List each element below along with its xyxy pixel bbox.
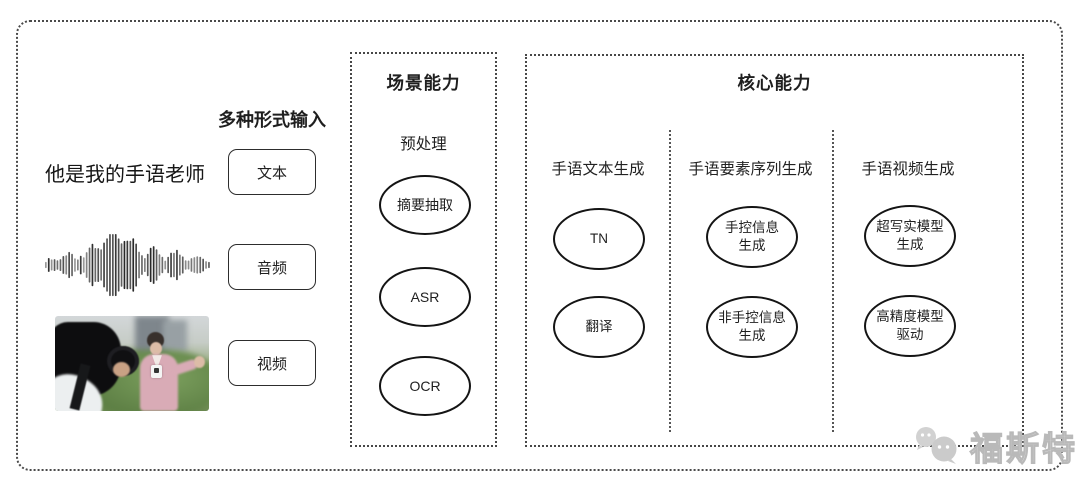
- column-divider: [832, 130, 834, 432]
- column-header-video-generation: 手语视频生成: [861, 161, 955, 178]
- watermark-brand-text: 福斯特: [969, 429, 1078, 467]
- audio-input-box: 音频: [228, 244, 316, 290]
- column-header-text-generation: 手语文本生成: [551, 161, 645, 178]
- thumb-microphone: [151, 365, 163, 379]
- node-asr: ASR: [379, 267, 471, 327]
- node-label: TN: [590, 231, 608, 247]
- node-summary-extraction: 摘要抽取: [379, 175, 471, 235]
- text-input-box: 文本: [228, 149, 316, 195]
- column-divider: [669, 130, 671, 432]
- node-label: 非手控信息: [718, 310, 786, 326]
- thumb-reporter-hand: [193, 355, 205, 368]
- node-label: 生成: [738, 238, 766, 253]
- node-high-precision-model-driving: 高精度模型 驱动: [864, 295, 956, 357]
- node-label: OCR: [409, 377, 441, 394]
- node-manual-info-generation: 手控信息 生成: [706, 206, 798, 268]
- sample-sentence-text: 他是我的手语老师: [45, 164, 205, 186]
- outer-dotted-border: [16, 20, 1063, 471]
- column-header-element-sequence: 手语要素序列生成: [688, 161, 813, 178]
- node-tn: TN: [553, 208, 645, 270]
- node-label: 翻译: [585, 319, 613, 335]
- node-label: 高精度模型: [876, 309, 944, 325]
- thumb-reporter-face: [149, 341, 162, 355]
- core-capability-box: 核心能力 手语文本生成 手语要素序列生成 手语视频生成 TN 翻译 手控信息 生…: [525, 54, 1024, 447]
- audio-waveform-graphic: [45, 234, 210, 297]
- node-translation: 翻译: [553, 296, 645, 358]
- node-label: 超写实模型: [876, 219, 944, 235]
- core-box-title: 核心能力: [737, 73, 812, 93]
- thumb-building: [162, 319, 188, 353]
- thumb-photographer-hand: [113, 362, 130, 377]
- node-label: 驱动: [896, 327, 924, 342]
- text-input-label: 文本: [256, 164, 287, 182]
- node-label: ASR: [410, 288, 440, 305]
- scene-capability-box: 场景能力 预处理 摘要抽取 ASR OCR: [350, 52, 497, 447]
- video-thumbnail: [55, 316, 209, 411]
- node-label: 生成: [738, 328, 766, 343]
- brand-watermark: 福斯特: [912, 422, 1078, 470]
- thumb-reporter-collar: [152, 354, 163, 369]
- video-input-label: 视频: [256, 355, 287, 373]
- node-non-manual-info-generation: 非手控信息 生成: [706, 296, 798, 358]
- preprocess-label: 预处理: [400, 136, 447, 153]
- scene-box-title: 场景能力: [386, 73, 461, 93]
- audio-input-label: 音频: [256, 259, 287, 277]
- wechat-icon: [916, 427, 957, 464]
- node-ocr: OCR: [379, 356, 471, 416]
- node-hyperrealistic-model-generation: 超写实模型 生成: [864, 205, 956, 267]
- input-forms-heading: 多种形式输入: [218, 110, 326, 130]
- node-label: 摘要抽取: [397, 196, 453, 213]
- video-input-box: 视频: [228, 340, 316, 386]
- node-label: 手控信息: [725, 220, 779, 236]
- node-label: 生成: [896, 237, 924, 252]
